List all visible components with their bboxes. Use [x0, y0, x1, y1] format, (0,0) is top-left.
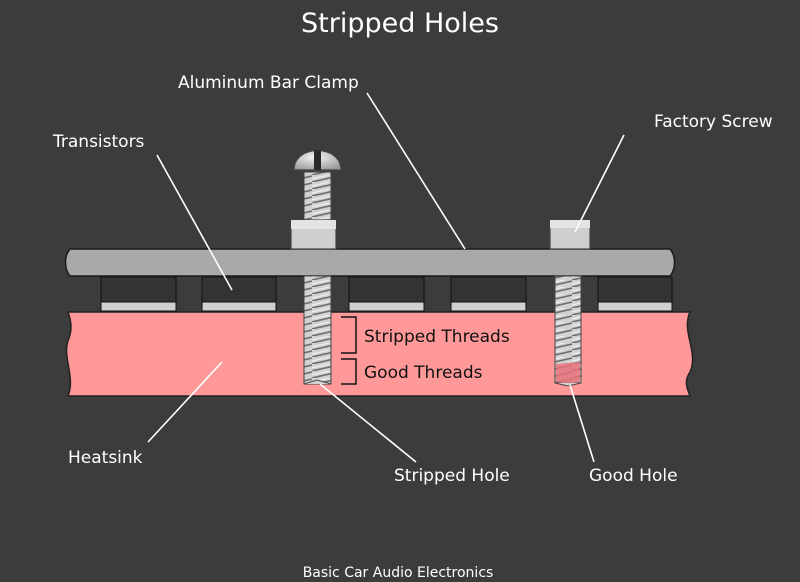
good-threads-label: Good Threads: [364, 363, 483, 383]
aluminum-bar-clamp-label: Aluminum Bar Clamp: [178, 73, 359, 93]
heatsink-label: Heatsink: [68, 448, 143, 468]
stripped-hole-label: Stripped Hole: [394, 466, 510, 486]
stripped-hole-screw: [290, 149, 342, 385]
transistor: [348, 276, 425, 312]
aluminum-bar-clamp: [64, 248, 676, 277]
factory-screw: [549, 219, 591, 387]
good-thread-engagement: [556, 362, 580, 384]
stripped-threads-label: Stripped Threads: [364, 327, 510, 347]
transistor: [201, 276, 277, 312]
transistors-label: Transistors: [52, 132, 145, 152]
factory-screw-label: Factory Screw: [654, 112, 773, 132]
transistor-row: [100, 276, 673, 312]
leader-lines: [147, 92, 625, 463]
heatsink: [65, 311, 694, 397]
transistor: [597, 276, 673, 312]
thread-brackets: [341, 316, 357, 385]
stripped-threads-bracket: [341, 316, 357, 354]
good-threads-bracket: [341, 358, 357, 385]
transistor: [450, 276, 527, 312]
footer-credit: Basic Car Audio Electronics: [303, 565, 494, 581]
good-hole-label: Good Hole: [589, 466, 678, 486]
transistor: [100, 276, 177, 312]
diagram-title: Stripped Holes: [301, 8, 499, 39]
